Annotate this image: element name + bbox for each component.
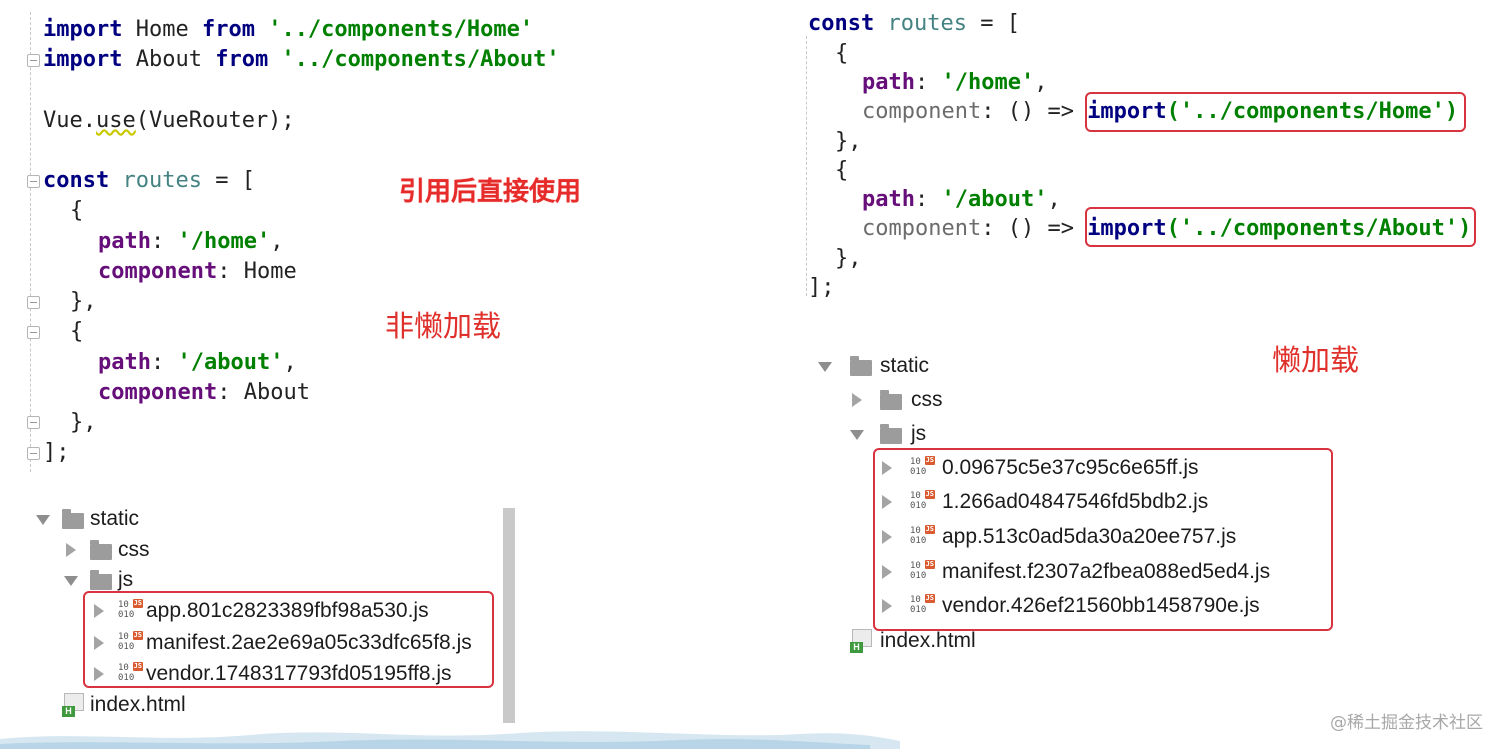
annotation-lazy: 懒加载 <box>1272 343 1360 377</box>
tree-label-file: vendor.1748317793fd05195ff8.js <box>146 662 452 685</box>
chevron-right-icon[interactable] <box>882 565 892 579</box>
code-line-close-brace: }, <box>835 129 862 154</box>
chevron-down-icon[interactable] <box>36 515 50 525</box>
code-line-end: ]; <box>808 275 835 300</box>
chevron-right-icon[interactable] <box>882 599 892 613</box>
code-line-path-about: path: '/about', <box>98 350 297 375</box>
code-line-close-brace: }, <box>70 289 97 314</box>
chevron-down-icon[interactable] <box>64 576 78 586</box>
tree-label-static: static <box>880 354 930 377</box>
code-line-component-about: component: About <box>98 380 310 405</box>
tree-label-index: index.html <box>880 629 976 652</box>
chevron-right-icon[interactable] <box>882 461 892 475</box>
tree-label-file: app.801c2823389fbf98a530.js <box>146 599 429 622</box>
tree-label-file: 0.09675c5e37c95c6e65ff.js <box>942 456 1199 479</box>
code-line-end: ]; <box>43 440 70 465</box>
chevron-right-icon[interactable] <box>94 667 104 681</box>
tree-label-js: js <box>118 568 134 591</box>
tree-label-css: css <box>911 388 943 411</box>
folder-icon <box>62 509 84 529</box>
code-line-close-brace: }, <box>835 246 862 271</box>
code-line-path-home: path: '/home', <box>862 70 1048 95</box>
code-line-const-routes: const routes = [ <box>808 11 1020 36</box>
code-line-const-routes: const routes = [ <box>43 168 255 193</box>
annotation-non-lazy: 非懒加载 <box>385 309 502 343</box>
folder-icon <box>90 540 112 560</box>
scrollbar[interactable] <box>503 508 515 723</box>
code-line-close-brace: }, <box>70 410 97 435</box>
code-line-open-brace: { <box>70 319 84 344</box>
code-line-path-home: path: '/home', <box>98 229 284 254</box>
chevron-down-icon[interactable] <box>850 430 864 440</box>
tree-label-file: 1.266ad04847546fd5bdb2.js <box>942 490 1209 513</box>
fold-marker <box>27 175 40 188</box>
code-line-import-home: import Home from '../components/Home' <box>43 17 534 42</box>
tree-label-css: css <box>118 538 150 561</box>
fold-marker <box>27 54 40 67</box>
fold-marker <box>27 296 40 309</box>
html-file-icon: H <box>62 693 84 717</box>
chevron-right-icon[interactable] <box>94 604 104 618</box>
tree-label-file: manifest.2ae2e69a05c33dfc65f8.js <box>146 631 472 654</box>
code-line-open-brace: { <box>70 198 84 223</box>
chevron-right-icon[interactable] <box>852 393 862 407</box>
code-line-import-about: import About from '../components/About' <box>43 47 560 72</box>
highlight-box-right-js-files <box>873 448 1333 631</box>
chevron-right-icon[interactable] <box>882 495 892 509</box>
chevron-right-icon[interactable] <box>94 636 104 650</box>
left-code-editor: import Home from '../components/Home' im… <box>43 14 643 484</box>
right-code-editor: const routes = [ { path: '/home', compon… <box>808 9 1488 309</box>
code-line-open-brace: { <box>835 41 849 66</box>
tree-label-static: static <box>90 507 140 530</box>
tree-label-file: manifest.f2307a2fbea088ed5ed4.js <box>942 560 1271 583</box>
fold-marker <box>27 326 40 339</box>
tree-label-file: vendor.426ef21560bb1458790e.js <box>942 594 1260 617</box>
code-line-component-home: component: () => import('../components/H… <box>862 99 1459 124</box>
code-line-open-brace: { <box>835 158 849 183</box>
folder-icon <box>880 390 902 410</box>
highlight-box-left-js-files <box>83 591 494 688</box>
code-line-vue-use: Vue.use(VueRouter); <box>43 108 295 133</box>
fold-marker <box>27 447 40 460</box>
left-gutter-line <box>30 12 31 472</box>
highlight-box-import-about <box>1085 207 1476 247</box>
folder-icon <box>90 570 112 590</box>
code-line-component-home: component: Home <box>98 259 297 284</box>
highlight-box-import-home <box>1085 92 1466 132</box>
folder-icon <box>850 356 872 376</box>
chevron-right-icon[interactable] <box>882 530 892 544</box>
tree-label-js: js <box>911 422 927 445</box>
tree-label-index: index.html <box>90 693 186 716</box>
code-line-path-about: path: '/about', <box>862 187 1061 212</box>
folder-icon <box>880 424 902 444</box>
annotation-direct-use: 引用后直接使用 <box>399 177 582 207</box>
chevron-right-icon[interactable] <box>66 543 76 557</box>
bottom-wave-decoration <box>0 731 900 749</box>
code-line-component-about: component: () => import('../components/A… <box>862 216 1472 241</box>
chevron-down-icon[interactable] <box>818 362 832 372</box>
watermark: @稀土掘金技术社区 <box>1330 713 1483 733</box>
tree-label-file: app.513c0ad5da30a20ee757.js <box>942 525 1237 548</box>
html-file-icon: H <box>850 629 872 653</box>
fold-marker <box>27 416 40 429</box>
right-gutter-line <box>806 36 807 296</box>
